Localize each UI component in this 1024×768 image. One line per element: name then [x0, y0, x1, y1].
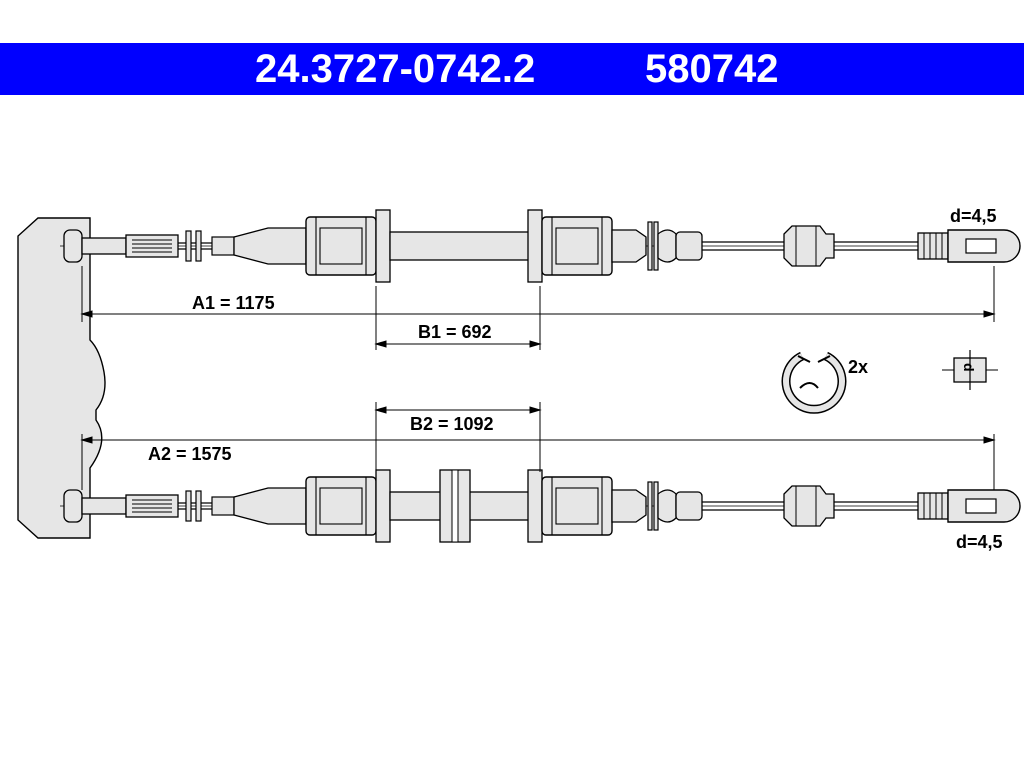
- reference-number: 580742: [645, 47, 779, 91]
- svg-text:d: d: [961, 363, 977, 372]
- end-label-bottom: d=4,5: [956, 532, 1003, 552]
- cable-eye-detail-icon: d: [942, 350, 998, 390]
- dim-b2-label: B2 = 1092: [410, 414, 494, 434]
- part-number: 24.3727-0742.2: [255, 47, 536, 91]
- mounting-bracket: [17, 217, 106, 539]
- end-label-top: d=4,5: [950, 206, 997, 226]
- dimension-b2: [374, 402, 542, 472]
- dimension-a2: [80, 434, 996, 490]
- cable-top: [59, 209, 1021, 283]
- dimension-b1: [374, 286, 542, 350]
- dim-a1-label: A1 = 1175: [192, 293, 275, 313]
- dimension-a1: [80, 266, 996, 322]
- cable-bottom: [59, 469, 1021, 543]
- clip-icon: [781, 351, 847, 414]
- dim-b1-label: B1 = 692: [418, 322, 492, 342]
- title-bar: 24.3727-0742.2 580742: [0, 43, 1024, 95]
- dim-a2-label: A2 = 1575: [148, 444, 232, 464]
- clip-quantity: 2x: [848, 357, 868, 377]
